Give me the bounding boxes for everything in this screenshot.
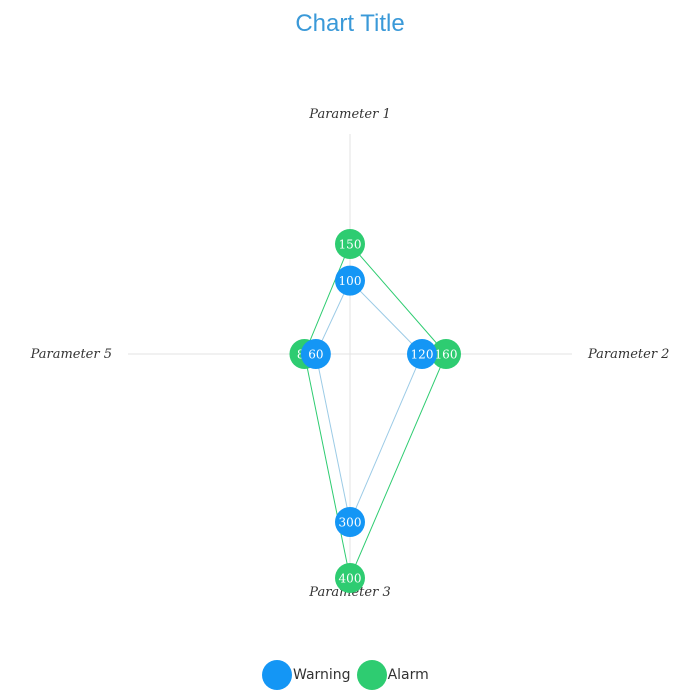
data-label-warning: 60 xyxy=(308,348,323,362)
data-point-alarm xyxy=(335,563,365,593)
data-label-alarm: 400 xyxy=(339,572,362,586)
data-point-warning xyxy=(300,339,331,369)
legend-item-warning[interactable]: Warning xyxy=(262,660,351,690)
legend-marker-alarm xyxy=(356,660,387,690)
legend: Warning Alarm xyxy=(262,660,435,690)
data-point-warning xyxy=(335,507,365,537)
data-label-alarm: 150 xyxy=(339,238,362,252)
series-points: 1501604008010012030060 xyxy=(289,229,461,593)
axis-label-5: Parameter 5 xyxy=(30,347,112,362)
series-outline-alarm xyxy=(303,243,447,580)
data-point-alarm xyxy=(335,229,365,259)
chart-title: Chart Title xyxy=(295,10,405,37)
axis-label-2: Parameter 2 xyxy=(587,347,669,362)
data-label-alarm: 160 xyxy=(435,348,458,362)
legend-label-warning: Warning xyxy=(293,667,351,683)
data-point-warning xyxy=(335,265,365,296)
data-label-warning: 300 xyxy=(339,516,362,530)
series-outline-warning xyxy=(315,279,423,524)
axis-label-1: Parameter 1 xyxy=(308,107,390,122)
legend-item-alarm[interactable]: Alarm xyxy=(356,660,429,690)
data-label-warning: 120 xyxy=(411,348,434,362)
legend-marker-warning xyxy=(262,660,292,690)
data-point-alarm xyxy=(431,339,461,369)
series-polygons xyxy=(303,243,447,580)
legend-label-alarm: Alarm xyxy=(387,667,429,683)
data-label-warning: 100 xyxy=(339,274,362,288)
data-point-warning xyxy=(407,339,437,369)
